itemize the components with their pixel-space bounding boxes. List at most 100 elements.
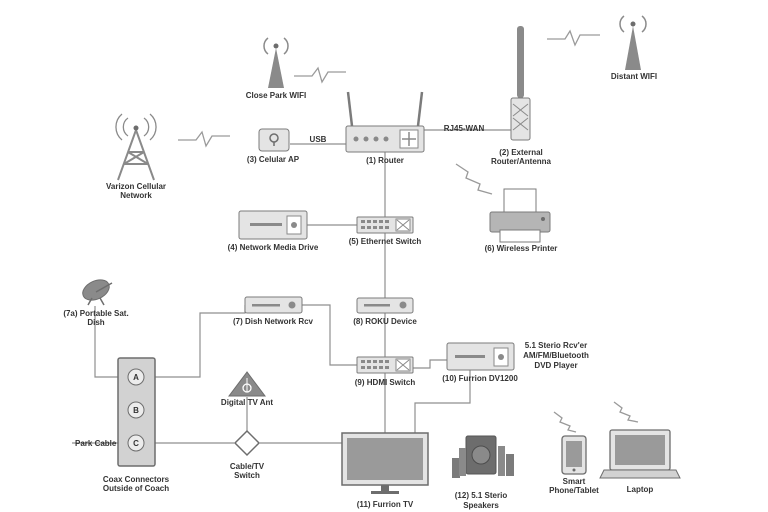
- router-antenna-left: [346, 91, 354, 127]
- distant-wifi-label: Distant WIFI: [611, 72, 657, 81]
- coax-c-label: C: [133, 439, 139, 448]
- cellular-network-label-2: Network: [120, 191, 152, 200]
- stereo-rcvr-label-1: 5.1 Sterio Rcv'er: [525, 341, 587, 350]
- speakers-label-2: Speakers: [463, 501, 499, 510]
- router-port: [363, 136, 369, 142]
- smartphone-label-1: Smart: [563, 477, 586, 486]
- printer-paper: [503, 188, 537, 214]
- wireless-signal-icon: [553, 411, 577, 433]
- wire-sat-dish-coax: [94, 306, 118, 378]
- cell-tower-icon: [117, 129, 155, 181]
- wireless-signal-icon: [455, 163, 493, 195]
- roku-knob: [399, 301, 407, 309]
- dish-rcv-slot: [252, 304, 280, 307]
- cellular-network-label-1: Varizon Cellular: [106, 182, 166, 191]
- coax-a-label: A: [133, 373, 139, 382]
- rj45-wan-label: RJ45-WAN: [444, 124, 485, 133]
- speaker-left-1: [452, 458, 460, 478]
- wireless-signal-icon: [613, 401, 639, 423]
- ethernet-ports: [361, 220, 389, 229]
- smartphone-label-2: Phone/Tablet: [549, 486, 599, 495]
- furrion-dv1200: 5.1 Sterio Rcv'er AM/FM/Bluetooth DVD Pl…: [442, 341, 589, 383]
- sat-dish-arm: [95, 282, 113, 293]
- cable-tv-switch: Cable/TV Switch: [230, 429, 265, 480]
- connection-wires: [72, 129, 512, 444]
- external-router-label-2: Router/Antenna: [491, 157, 552, 166]
- antenna-base: [510, 97, 531, 141]
- router-label: (1) Router: [366, 156, 404, 165]
- tv-stand-base: [371, 491, 399, 494]
- furrion-dv1200-knob: [498, 354, 504, 360]
- router-port: [383, 136, 389, 142]
- wifi-waves-icon: [263, 37, 289, 55]
- coax-connectors-label-2: Outside of Coach: [103, 484, 169, 493]
- wireless-printer: (6) Wireless Printer: [485, 188, 558, 253]
- media-drive-label: (4) Network Media Drive: [228, 243, 319, 252]
- smart-phone-tablet: Smart Phone/Tablet: [549, 435, 599, 495]
- hdmi-switch-cross-icon: [396, 359, 410, 371]
- tv-stand: [381, 485, 389, 491]
- wire-hdmi-switch-furrion: [413, 359, 447, 369]
- ethernet-switch-cross-icon: [396, 219, 410, 231]
- cellular-ap-label: (3) Celular AP: [247, 155, 300, 164]
- network-media-drive: (4) Network Media Drive: [228, 210, 319, 252]
- coax-connector-b: [127, 401, 145, 419]
- roku-label: (8) ROKU Device: [353, 317, 417, 326]
- router-port: [373, 136, 379, 142]
- wifi-waves-icon: [619, 15, 647, 33]
- furrion-dv1200-label: (10) Furrion DV1200: [442, 374, 518, 383]
- dish-rcv-knob: [288, 301, 296, 309]
- cellular-ap-device: [258, 128, 290, 152]
- media-drive-slot: [250, 223, 282, 226]
- subwoofer-cone: [471, 445, 491, 465]
- cable-tv-switch-label-2: Switch: [234, 471, 260, 480]
- wifi-tower-tip: [630, 21, 636, 27]
- antenna-lattice: [512, 103, 529, 131]
- roku-device: (8) ROKU Device: [353, 297, 417, 326]
- router: (1) Router RJ45-WAN: [345, 91, 485, 165]
- portable-sat-dish: (7a) Portable Sat. Dish: [63, 279, 129, 327]
- cellular-network: Varizon Cellular Network: [106, 113, 166, 200]
- dish-rcv-label: (7) Dish Network Rcv: [233, 317, 314, 326]
- wire-furrion-tv: [414, 370, 471, 433]
- speaker-right-1: [498, 446, 505, 476]
- close-wifi-label: Close Park WIFI: [246, 91, 306, 100]
- printer-light: [541, 217, 545, 221]
- close-park-wifi: Close Park WIFI: [246, 37, 306, 100]
- distant-wifi: Distant WIFI: [611, 15, 657, 81]
- wire-coax-a-dish-rcv: [155, 305, 246, 378]
- tv-screen: [347, 438, 423, 480]
- cellular-ap: (3) Celular AP USB: [247, 128, 327, 164]
- phone-screen: [566, 441, 582, 467]
- wireless-signal-icon: [294, 66, 346, 84]
- cell-waves-icon: [115, 113, 157, 141]
- portable-sat-label-2: Dish: [87, 318, 104, 327]
- router-antenna-right: [416, 91, 424, 127]
- wire-dish-rcv-hdmi-switch: [302, 304, 357, 366]
- printer-tray: [499, 229, 541, 243]
- hdmi-ports: [361, 360, 389, 369]
- laptop-label: Laptop: [627, 485, 654, 494]
- laptop-screen: [615, 435, 665, 465]
- hdmi-switch: (9) HDMI Switch: [355, 356, 416, 387]
- wifi-tower-tip: [273, 43, 279, 49]
- wifi-tower-icon: [625, 26, 641, 70]
- hdmi-switch-label: (9) HDMI Switch: [355, 378, 416, 387]
- antenna-mast: [517, 26, 524, 98]
- speakers-label-1: (12) 5.1 Sterio: [455, 491, 508, 500]
- external-router-antenna: (2) External Router/Antenna: [491, 26, 552, 166]
- phone-home-button: [572, 468, 576, 472]
- stereo-rcvr-label-2: AM/FM/Bluetooth: [523, 351, 589, 360]
- furrion-dv1200-slot: [455, 355, 485, 358]
- wireless-printer-label: (6) Wireless Printer: [485, 244, 558, 253]
- digital-tv-ant-label: Digital TV Ant: [221, 398, 273, 407]
- sat-dish-icon: [82, 279, 110, 301]
- speaker-left-2: [459, 448, 466, 476]
- coax-connectors-label-1: Coax Connectors: [103, 475, 170, 484]
- sat-dish-base-2: [99, 297, 105, 306]
- coax-b-label: B: [133, 406, 139, 415]
- ethernet-switch-label: (5) Ethernet Switch: [349, 237, 422, 246]
- dish-network-rcv: (7) Dish Network Rcv: [233, 296, 314, 326]
- coax-connector-a: [127, 368, 145, 386]
